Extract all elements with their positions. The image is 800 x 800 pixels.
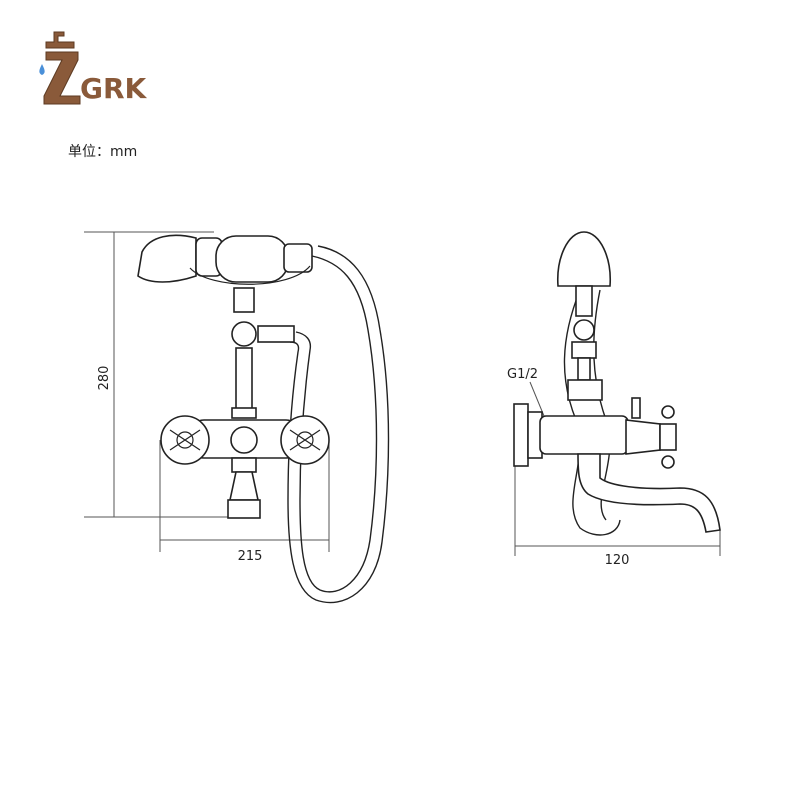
side-spout — [577, 453, 721, 533]
right-cross-handle — [280, 415, 330, 465]
front-height-label: 280 — [97, 366, 112, 391]
wall-flange — [513, 403, 543, 467]
left-cross-handle — [160, 415, 210, 465]
handshower — [137, 234, 313, 285]
unit-label: 单位：mm — [68, 144, 137, 160]
brand-logo: GRK — [39, 31, 148, 105]
logo-text: GRK — [80, 72, 148, 105]
side-handshower — [557, 231, 611, 401]
mixer-body — [160, 415, 330, 465]
front-width-label: 215 — [238, 549, 263, 564]
side-view: 120 G1/2 — [507, 231, 721, 568]
logo-faucet-icon — [43, 31, 81, 105]
shower-hose — [287, 245, 390, 604]
thread-label: G1/2 — [507, 367, 538, 382]
front-spout — [227, 457, 261, 519]
riser-pipe — [231, 287, 295, 419]
front-view: 280 215 — [84, 231, 390, 604]
side-body — [539, 397, 677, 469]
side-width-label: 120 — [605, 553, 630, 568]
water-drop-icon — [39, 64, 45, 75]
